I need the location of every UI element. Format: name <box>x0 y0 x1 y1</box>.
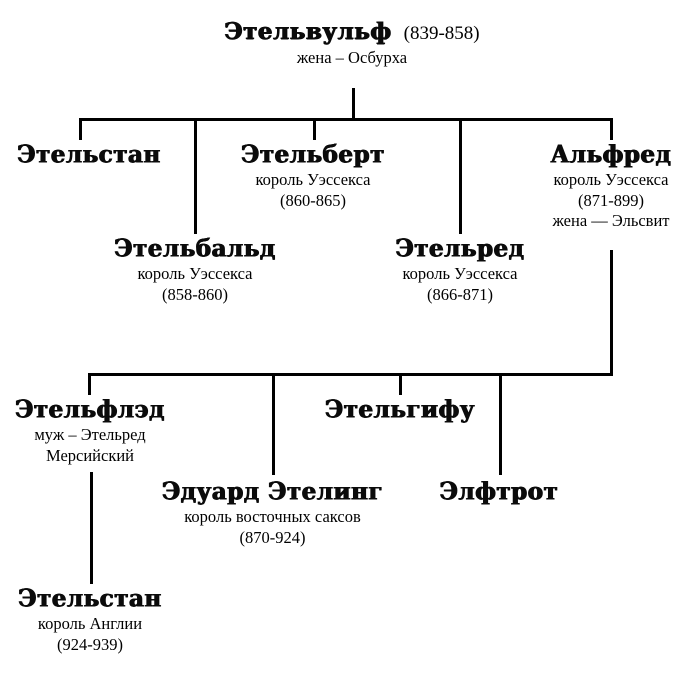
node-aethelgifu: Этельгифу <box>317 395 483 424</box>
node-aethelflaed-spouse: муж – Этельред <box>34 425 146 445</box>
connector-alfred-stem <box>610 250 613 376</box>
connector-root-stem <box>352 88 355 120</box>
node-aethelflaed-spouse-line2: Мерсийский <box>45 445 134 465</box>
connector-drop-aethelgifu <box>399 373 402 395</box>
connector-drop-elftrot <box>499 373 502 475</box>
node-aethelstan-king-name: Этельстан <box>18 584 162 613</box>
connector-drop-aethelred <box>459 118 462 234</box>
node-aethelstan-king-dates: (924-939) <box>57 634 123 654</box>
connector-drop-aethelbert <box>313 118 316 140</box>
node-aethelstan-son-name: Этельстан <box>17 140 161 169</box>
node-aethelbald: Этельбальд король Уэссекса (858-860) <box>107 234 283 304</box>
connector-drop-aethelbald <box>194 118 197 234</box>
node-aethelwulf-dates: (839-858) <box>403 23 480 44</box>
node-edward-dates: (870-924) <box>239 527 306 547</box>
node-edward-title: король восточных саксов <box>184 507 361 527</box>
node-aethelflaed-name: Этельфлэд <box>15 395 165 424</box>
node-aethelstan-king: Этельстан король Англии (924-939) <box>6 584 174 654</box>
node-aethelbert: Этельберт король Уэссекса (860-865) <box>225 140 401 210</box>
node-elftrot-name: Элфтрот <box>439 477 559 506</box>
node-aethelbert-name: Этельберт <box>241 140 385 169</box>
node-aethelwulf: Этельвульф (839-858) жена – Осбурха <box>176 18 528 68</box>
node-alfred-name: Альфред <box>550 140 672 169</box>
connector-drop-aethelstan-son <box>79 118 82 140</box>
node-aethelbert-dates: (860-865) <box>280 190 346 210</box>
node-alfred: Альфред король Уэссекса (871-899) жена —… <box>526 140 696 231</box>
node-aethelbert-title: король Уэссекса <box>255 170 371 190</box>
node-aethelbald-name: Этельбальд <box>114 234 276 263</box>
node-aethelflaed: Этельфлэд муж – Этельред Мерсийский <box>6 395 174 465</box>
connector-aethelflaed-to-aethelstan <box>90 472 93 584</box>
node-aethelstan-son: Этельстан <box>0 140 178 169</box>
connector-generation2-bar <box>79 118 613 121</box>
node-aethelbald-dates: (858-860) <box>162 284 228 304</box>
node-aethelwulf-spouse: жена – Осбурха <box>296 48 408 68</box>
node-aethelred-title: король Уэссекса <box>402 264 518 284</box>
node-elftrot: Элфтрот <box>423 477 575 506</box>
node-aethelred: Этельред король Уэссекса (866-871) <box>372 234 548 304</box>
node-aethelwulf-name: Этельвульф <box>224 18 392 45</box>
node-aethelstan-king-title: король Англии <box>37 614 143 634</box>
connector-drop-edward <box>272 373 275 475</box>
node-alfred-title: король Уэссекса <box>553 170 669 190</box>
node-alfred-spouse: жена — Эльсвит <box>552 211 670 231</box>
node-aethelred-dates: (866-871) <box>427 284 493 304</box>
node-aethelred-name: Этельред <box>395 234 525 263</box>
connector-drop-aethelflaed <box>88 373 91 395</box>
node-aethelgifu-name: Этельгифу <box>324 395 476 424</box>
connector-drop-alfred <box>610 118 613 140</box>
connector-generation3-bar <box>88 373 613 376</box>
node-edward-name: Эдуард Этелинг <box>161 477 384 506</box>
node-aethelbald-title: король Уэссекса <box>137 264 253 284</box>
node-alfred-dates: (871-899) <box>578 190 644 210</box>
node-edward: Эдуард Этелинг король восточных саксов (… <box>155 477 390 547</box>
